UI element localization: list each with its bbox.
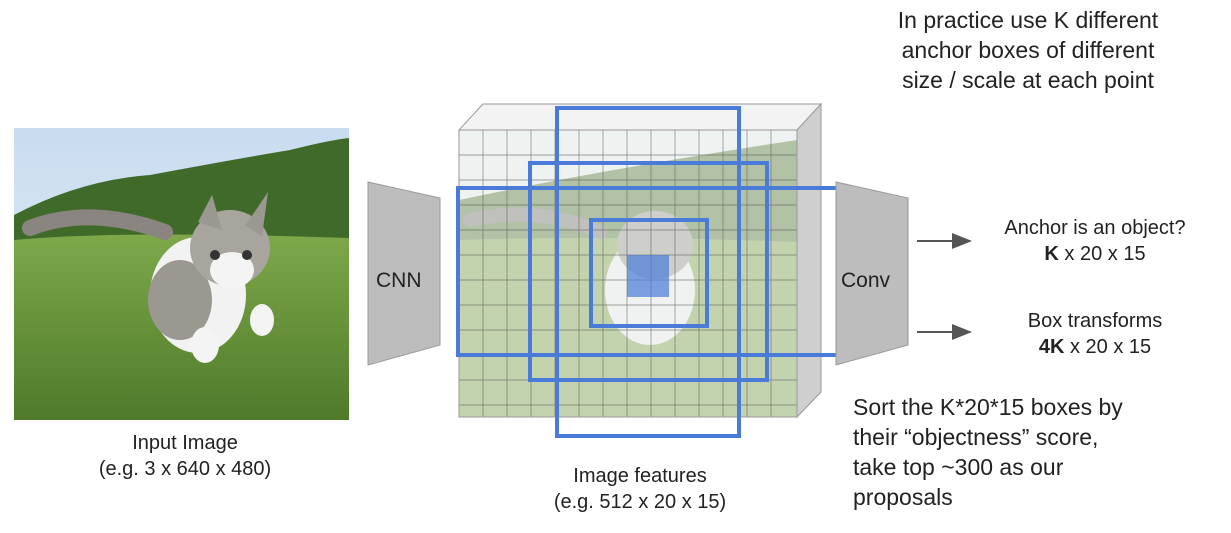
objectness-title: Anchor is an object? bbox=[1004, 217, 1186, 239]
input-image bbox=[14, 128, 349, 420]
sort-note-line4: proposals bbox=[853, 484, 953, 510]
cnn-block bbox=[367, 181, 441, 366]
transform-4k: 4K bbox=[1038, 336, 1065, 358]
objectness-dims: x 20 x 15 bbox=[1058, 243, 1146, 265]
objectness-k: K bbox=[1044, 243, 1059, 265]
sort-note-line3: take top ~300 as our bbox=[853, 454, 1064, 480]
input-caption: Input Image (e.g. 3 x 640 x 480) bbox=[40, 430, 330, 482]
input-caption-dims: (e.g. 3 x 640 x 480) bbox=[98, 458, 272, 480]
transform-dims: x 20 x 15 bbox=[1064, 336, 1152, 358]
objectness-shape: K x 20 x 15 bbox=[975, 241, 1215, 267]
top-note-line2: anchor boxes of different bbox=[901, 37, 1155, 63]
transform-output: Box transforms 4K x 20 x 15 bbox=[975, 308, 1215, 360]
transform-title: Box transforms bbox=[1027, 310, 1163, 332]
sort-note-line1: Sort the K*20*15 boxes by bbox=[853, 394, 1123, 420]
features-caption-title: Image features bbox=[573, 465, 707, 487]
input-caption-title: Input Image bbox=[132, 432, 238, 454]
cnn-label: CNN bbox=[376, 269, 422, 292]
top-note-line3: size / scale at each point bbox=[902, 67, 1154, 93]
anchor-box-large-square bbox=[528, 161, 769, 382]
top-note: In practice use K different anchor boxes… bbox=[858, 5, 1198, 95]
kitten bbox=[22, 192, 274, 363]
conv-label: Conv bbox=[841, 269, 891, 292]
features-caption: Image features (e.g. 512 x 20 x 15) bbox=[500, 463, 780, 515]
anchor-box-small-square bbox=[589, 218, 709, 328]
conv-block bbox=[835, 181, 909, 366]
sort-note: Sort the K*20*15 boxes by their “objectn… bbox=[853, 392, 1223, 512]
sort-note-line2: their “objectness” score, bbox=[853, 424, 1099, 450]
transform-shape: 4K x 20 x 15 bbox=[975, 334, 1215, 360]
top-note-line1: In practice use K different bbox=[897, 7, 1159, 33]
anchor-center-cell bbox=[627, 255, 669, 297]
anchor-box-tall bbox=[555, 106, 741, 438]
features-caption-dims: (e.g. 512 x 20 x 15) bbox=[553, 491, 727, 513]
objectness-output: Anchor is an object? K x 20 x 15 bbox=[975, 215, 1215, 267]
